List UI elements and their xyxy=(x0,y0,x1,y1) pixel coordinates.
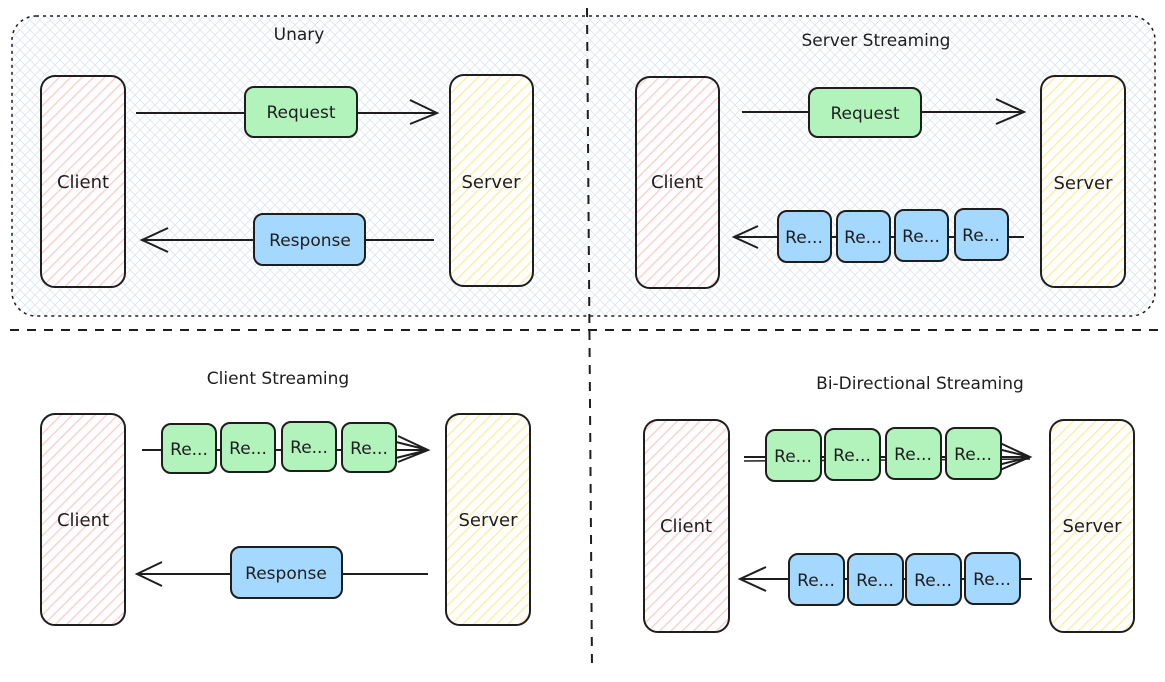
server-streaming-response-box-1 xyxy=(777,210,832,263)
client-streaming-request-arrowhead xyxy=(395,435,431,463)
client-streaming-request-box-3 xyxy=(281,421,337,472)
client-streaming-request-box-1 xyxy=(161,423,217,474)
bidi-streaming-response-label-1: Re... xyxy=(797,571,835,591)
server-streaming-response-box-2 xyxy=(836,210,891,263)
unary-response-arrowhead xyxy=(139,227,169,253)
server-streaming-response-label-1: Re... xyxy=(785,228,823,248)
unary-panel: Unary Client Server Request Response xyxy=(40,25,534,288)
unary-server-streaming-highlight xyxy=(11,15,1156,317)
unary-response-label: Response xyxy=(269,231,351,251)
bidi-streaming-panel: Bi-Directional Streaming Client Server R… xyxy=(643,374,1135,633)
client-streaming-panel: Client Streaming Client Server Re... Re.… xyxy=(40,369,531,626)
bidi-streaming-request-box-2 xyxy=(824,428,881,481)
bidi-streaming-response-box-2 xyxy=(847,553,904,606)
client-streaming-server-box xyxy=(445,413,531,626)
server-streaming-server-label: Server xyxy=(1053,173,1113,194)
vertical-divider xyxy=(586,7,593,669)
unary-request-box xyxy=(244,86,358,138)
bidi-streaming-server-label: Server xyxy=(1062,516,1122,537)
client-streaming-request-label-3: Re... xyxy=(290,438,328,458)
unary-request-arrowhead xyxy=(409,99,440,125)
bidi-streaming-request-box-4 xyxy=(945,427,1002,480)
unary-request-label: Request xyxy=(266,103,335,123)
client-streaming-response-arrowhead xyxy=(134,561,163,587)
unary-server-label: Server xyxy=(461,172,521,193)
client-streaming-response-label: Response xyxy=(245,564,327,584)
client-streaming-title: Client Streaming xyxy=(207,369,349,389)
bidi-streaming-title: Bi-Directional Streaming xyxy=(816,374,1024,394)
bidi-streaming-response-box-1 xyxy=(788,553,845,606)
bidi-streaming-request-box-3 xyxy=(885,427,942,480)
server-streaming-response-box-4 xyxy=(954,208,1009,261)
bidi-streaming-request-label-3: Re... xyxy=(894,445,932,465)
client-streaming-response-box xyxy=(230,546,343,599)
server-streaming-response-box-3 xyxy=(894,209,949,262)
server-streaming-request-arrowhead xyxy=(995,98,1027,125)
bidi-streaming-request-label-1: Re... xyxy=(774,447,812,467)
client-streaming-client-label: Client xyxy=(57,510,109,531)
bidi-streaming-response-label-3: Re... xyxy=(914,571,952,591)
unary-response-box xyxy=(253,213,366,266)
bidi-streaming-request-box-1 xyxy=(765,429,822,482)
bidi-streaming-client-box xyxy=(643,419,730,633)
bidi-streaming-request-label-4: Re... xyxy=(954,445,992,465)
unary-client-box xyxy=(40,75,126,288)
client-streaming-request-label-2: Re... xyxy=(229,439,267,459)
bidi-streaming-response-box-4 xyxy=(964,552,1021,605)
client-streaming-request-box-2 xyxy=(220,422,276,473)
bidi-streaming-response-arrowhead xyxy=(737,566,767,592)
client-streaming-request-box-4 xyxy=(341,422,397,473)
bidi-streaming-server-box xyxy=(1049,419,1135,633)
server-streaming-response-arrowhead xyxy=(731,225,759,249)
server-streaming-request-box xyxy=(808,87,922,138)
bidi-streaming-response-label-4: Re... xyxy=(973,570,1011,590)
bidi-streaming-response-label-2: Re... xyxy=(856,571,894,591)
unary-title: Unary xyxy=(274,25,325,45)
bidi-streaming-response-box-3 xyxy=(905,553,962,606)
server-streaming-server-box xyxy=(1040,75,1126,288)
bidi-streaming-client-label: Client xyxy=(660,516,712,537)
unary-client-label: Client xyxy=(57,172,109,193)
client-streaming-server-label: Server xyxy=(458,510,518,531)
server-streaming-response-label-2: Re... xyxy=(844,228,882,248)
server-streaming-panel: Server Streaming Client Server Request R… xyxy=(635,31,1126,289)
server-streaming-response-label-4: Re... xyxy=(962,226,1000,246)
client-streaming-request-label-1: Re... xyxy=(170,440,208,460)
bidi-streaming-request-arrowhead xyxy=(997,442,1033,471)
server-streaming-client-label: Client xyxy=(651,172,703,193)
client-streaming-request-label-4: Re... xyxy=(350,439,388,459)
server-streaming-title: Server Streaming xyxy=(802,31,951,51)
bidi-streaming-request-label-2: Re... xyxy=(833,446,871,466)
server-streaming-request-label: Request xyxy=(830,104,899,124)
server-streaming-response-label-3: Re... xyxy=(902,227,940,247)
server-streaming-client-box xyxy=(635,76,720,289)
client-streaming-client-box xyxy=(40,413,126,626)
unary-server-box xyxy=(449,74,534,287)
